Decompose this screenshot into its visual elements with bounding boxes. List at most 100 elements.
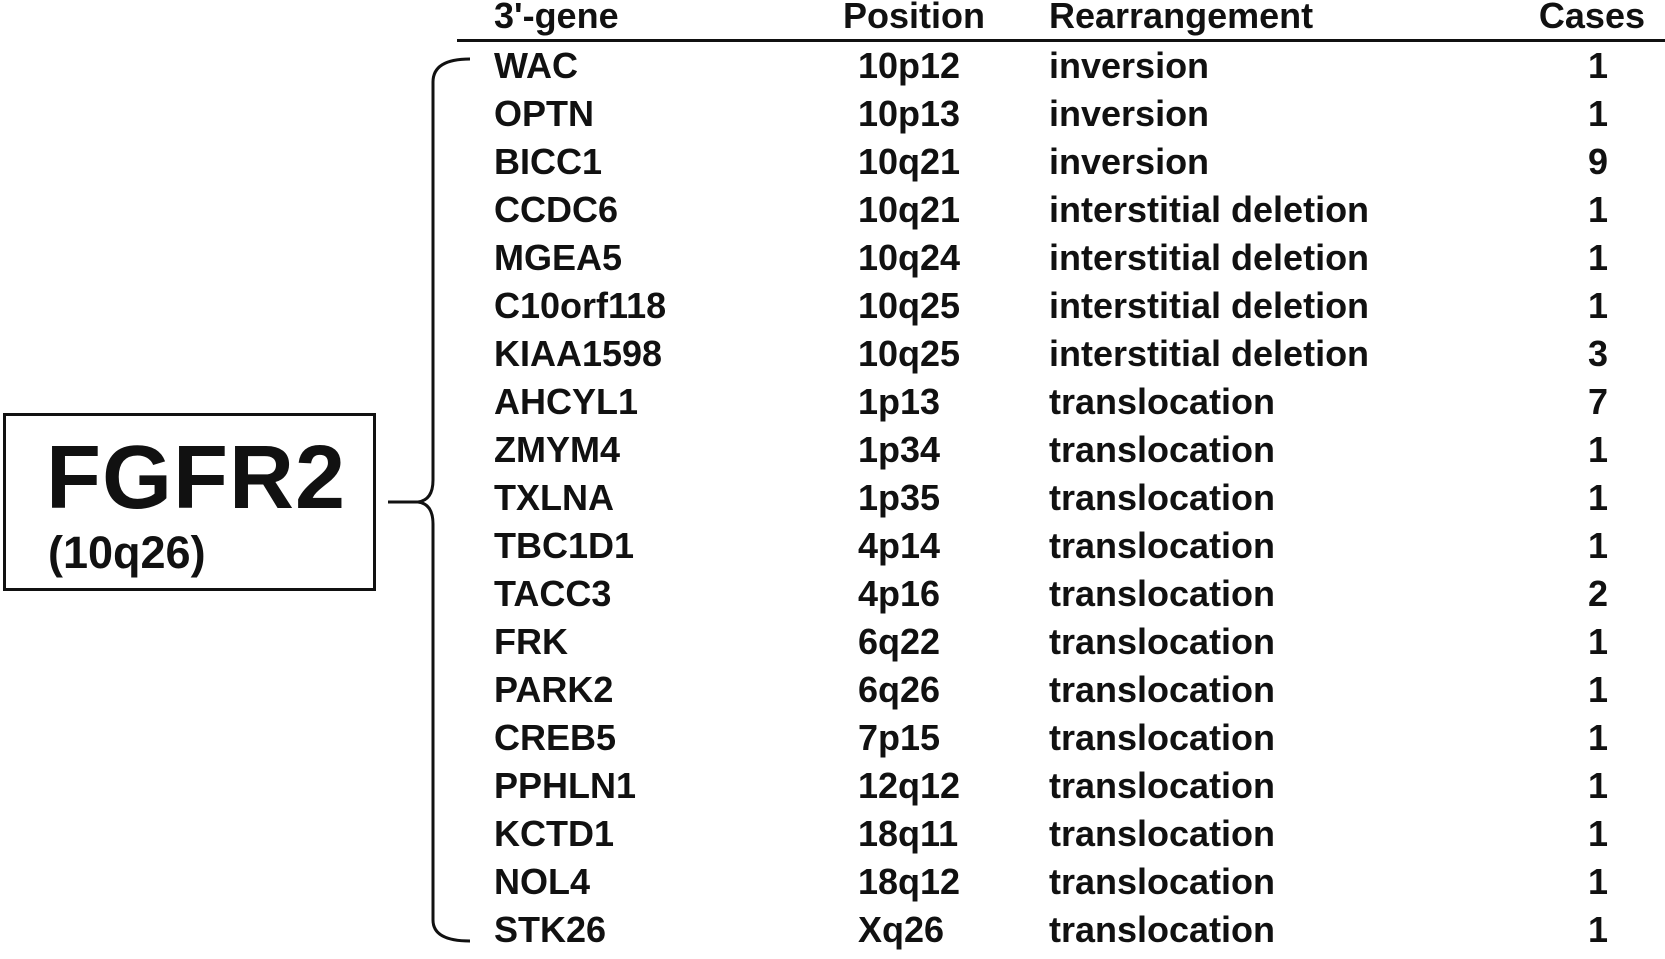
gene-cell: CCDC6 <box>494 189 619 230</box>
rearrangement-cell: translocation <box>1049 621 1276 662</box>
rearrangement-cell: interstitial deletion <box>1049 333 1370 374</box>
rearrangement-cell: interstitial deletion <box>1049 237 1370 278</box>
header-position: Position <box>843 0 985 36</box>
position-cell: 1p34 <box>858 429 941 470</box>
gene-cell: NOL4 <box>494 861 591 902</box>
cases-cell: 1 <box>1587 237 1608 278</box>
rearrangement-cell: translocation <box>1049 765 1276 806</box>
table-row: TBC1D1 4p14 translocation 1 <box>0 524 1665 572</box>
position-cell: 1p13 <box>858 381 941 422</box>
table-row: ZMYM4 1p34 translocation 1 <box>0 428 1665 476</box>
table-row: OPTN 10p13 inversion 1 <box>0 92 1665 140</box>
cases-cell: 7 <box>1587 381 1608 422</box>
cases-cell: 1 <box>1587 813 1608 854</box>
curly-bracket <box>388 57 471 943</box>
gene-cell: TBC1D1 <box>494 525 635 566</box>
gene-cell: TXLNA <box>494 477 614 518</box>
cases-cell: 1 <box>1587 189 1608 230</box>
table-row: AHCYL1 1p13 translocation 7 <box>0 380 1665 428</box>
table-row: CREB5 7p15 translocation 1 <box>0 716 1665 764</box>
rearrangement-cell: translocation <box>1049 669 1276 710</box>
cases-cell: 9 <box>1587 141 1608 182</box>
table-header: 3'-gene Position Rearrangement Cases <box>0 0 1665 42</box>
position-cell: 6q22 <box>858 621 941 662</box>
table-row: KIAA1598 10q25 interstitial deletion 3 <box>0 332 1665 380</box>
rearrangement-cell: translocation <box>1049 813 1276 854</box>
position-cell: 10q21 <box>858 189 961 230</box>
position-cell: 18q12 <box>858 861 961 902</box>
header-gene: 3'-gene <box>494 0 619 36</box>
table-row: PPHLN1 12q12 translocation 1 <box>0 764 1665 812</box>
gene-cell: AHCYL1 <box>494 381 639 422</box>
rearrangement-cell: inversion <box>1049 45 1210 86</box>
rearrangement-cell: translocation <box>1049 525 1276 566</box>
cases-cell: 1 <box>1587 429 1608 470</box>
table-row: TXLNA 1p35 translocation 1 <box>0 476 1665 524</box>
cases-cell: 1 <box>1587 621 1608 662</box>
position-cell: 12q12 <box>858 765 961 806</box>
cases-cell: 1 <box>1587 285 1608 326</box>
cases-cell: 1 <box>1587 525 1608 566</box>
cases-cell: 1 <box>1587 669 1608 710</box>
position-cell: 1p35 <box>858 477 941 518</box>
position-cell: 10q25 <box>858 333 961 374</box>
rearrangement-cell: interstitial deletion <box>1049 189 1370 230</box>
cases-cell: 1 <box>1587 909 1608 950</box>
table-row: NOL4 18q12 translocation 1 <box>0 860 1665 908</box>
cases-cell: 1 <box>1587 765 1608 806</box>
position-cell: 4p14 <box>858 525 941 566</box>
header-divider <box>457 39 1665 42</box>
position-cell: 10p12 <box>858 45 961 86</box>
position-cell: 6q26 <box>858 669 941 710</box>
table-row: MGEA5 10q24 interstitial deletion 1 <box>0 236 1665 284</box>
position-cell: 10q21 <box>858 141 961 182</box>
rearrangement-cell: translocation <box>1049 381 1276 422</box>
rearrangement-cell: inversion <box>1049 93 1210 134</box>
rearrangement-cell: translocation <box>1049 861 1276 902</box>
rearrangement-cell: inversion <box>1049 141 1210 182</box>
cases-cell: 3 <box>1587 333 1608 374</box>
table-row: STK26 Xq26 translocation 1 <box>0 908 1665 956</box>
position-cell: 10p13 <box>858 93 961 134</box>
position-cell: 7p15 <box>858 717 941 758</box>
header-cases: Cases <box>1538 0 1645 36</box>
position-cell: 18q11 <box>858 813 959 854</box>
gene-cell: PARK2 <box>494 669 614 710</box>
gene-name: FGFR2 <box>46 428 347 528</box>
gene-cell: WAC <box>494 45 578 86</box>
gene-cell: TACC3 <box>494 573 612 614</box>
gene-cell: ZMYM4 <box>494 429 620 470</box>
table-row: PARK2 6q26 translocation 1 <box>0 668 1665 716</box>
cases-cell: 1 <box>1587 477 1608 518</box>
table-row: BICC1 10q21 inversion 9 <box>0 140 1665 188</box>
cases-cell: 1 <box>1587 45 1608 86</box>
gene-cell: STK26 <box>494 909 607 950</box>
cases-cell: 2 <box>1587 573 1608 614</box>
position-cell: 10q24 <box>858 237 961 278</box>
table-row: WAC 10p12 inversion 1 <box>0 44 1665 92</box>
table-row: FRK 6q22 translocation 1 <box>0 620 1665 668</box>
position-cell: Xq26 <box>858 909 945 950</box>
gene-locus: (10q26) <box>48 527 206 578</box>
header-rearrangement: Rearrangement <box>1049 0 1314 36</box>
cases-cell: 1 <box>1587 717 1608 758</box>
rearrangement-cell: translocation <box>1049 909 1276 950</box>
table-row: C10orf118 10q25 interstitial deletion 1 <box>0 284 1665 332</box>
fgfr2-gene-box: FGFR2 (10q26) <box>3 413 376 591</box>
gene-cell: MGEA5 <box>494 237 623 278</box>
cases-cell: 1 <box>1587 93 1608 134</box>
gene-cell: KCTD1 <box>494 813 615 854</box>
gene-cell: C10orf118 <box>494 285 667 326</box>
rearrangement-cell: interstitial deletion <box>1049 285 1370 326</box>
position-cell: 10q25 <box>858 285 961 326</box>
table-row: CCDC6 10q21 interstitial deletion 1 <box>0 188 1665 236</box>
table-row: TACC3 4p16 translocation 2 <box>0 572 1665 620</box>
gene-cell: PPHLN1 <box>494 765 637 806</box>
gene-cell: KIAA1598 <box>494 333 663 374</box>
rearrangement-cell: translocation <box>1049 477 1276 518</box>
rearrangement-cell: translocation <box>1049 717 1276 758</box>
gene-cell: CREB5 <box>494 717 617 758</box>
rearrangement-cell: translocation <box>1049 573 1276 614</box>
gene-cell: FRK <box>494 621 568 662</box>
cases-cell: 1 <box>1587 861 1608 902</box>
